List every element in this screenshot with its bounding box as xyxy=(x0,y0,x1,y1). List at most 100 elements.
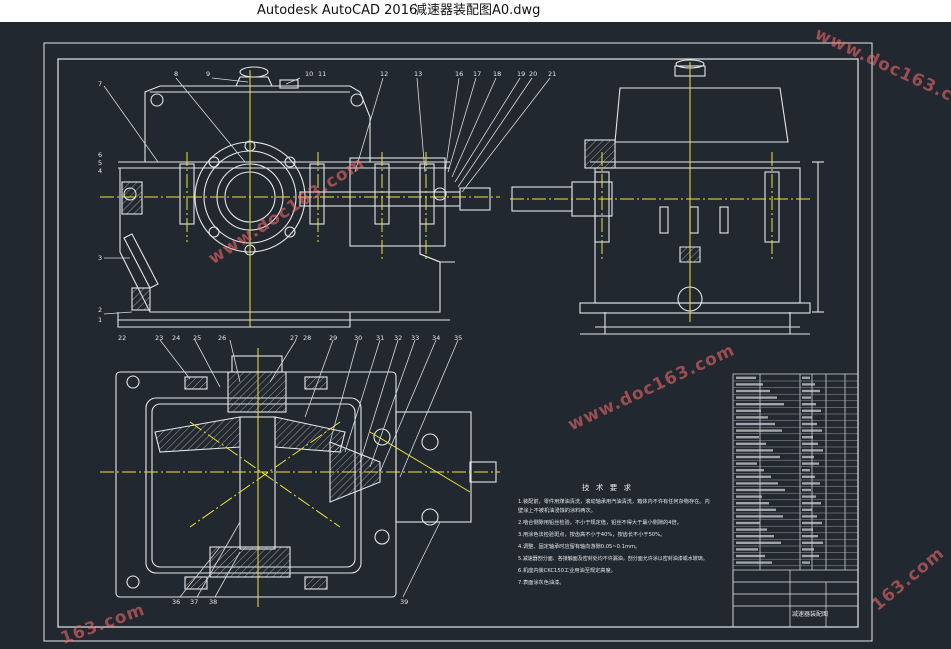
tech-req-line: 6.机座内装CKC150工业用油至规定高度。 xyxy=(518,566,616,574)
drawing-canvas[interactable]: 8 9 10 11 12 13 16 17 18 19 20 21 7 6 5 … xyxy=(0,22,951,649)
parts-row-code xyxy=(736,528,767,531)
parts-row-code xyxy=(736,508,776,511)
parts-row-name xyxy=(802,416,812,419)
parts-row-name xyxy=(802,521,822,525)
tech-req-title: 技 术 要 求 xyxy=(582,482,633,492)
parts-row-name xyxy=(802,482,820,485)
leader-lines xyxy=(103,77,551,598)
balloon-label: 6 xyxy=(98,151,102,159)
parts-row-code xyxy=(736,422,775,426)
sheet-inner-frame xyxy=(57,58,859,628)
parts-row-name xyxy=(802,515,817,518)
parts-row-name xyxy=(802,502,821,505)
parts-row-name xyxy=(802,389,820,393)
tech-req-line: 1.装配前，零件用煤油清洗，滚动轴承用汽油清洗，箱体内不许有任何杂物存在。内 xyxy=(518,497,710,505)
parts-row-name xyxy=(802,488,811,492)
parts-row-code xyxy=(736,383,763,386)
parts-row-name xyxy=(802,541,823,544)
parts-row-code xyxy=(736,488,785,492)
balloon-label: 34 xyxy=(432,334,440,342)
balloon-label: 36 xyxy=(172,598,180,606)
parts-row-code xyxy=(736,429,782,432)
parts-row-name xyxy=(802,462,819,465)
parts-row-name xyxy=(802,449,823,452)
sheet-outer-frame xyxy=(43,42,873,642)
parts-row-code xyxy=(736,561,772,564)
parts-row-name xyxy=(802,396,811,399)
parts-row-name xyxy=(802,429,822,432)
parts-row-name xyxy=(802,548,814,551)
parts-row-code xyxy=(736,469,764,472)
parts-list-fill xyxy=(736,376,823,564)
balloon-label: 32 xyxy=(394,334,402,342)
title-block-name: 减速器装配图 xyxy=(792,610,828,618)
balloon-label: 17 xyxy=(473,70,481,78)
parts-row-code xyxy=(736,389,770,393)
parts-row-code xyxy=(736,521,760,525)
parts-row-name xyxy=(802,508,812,511)
parts-row-name xyxy=(802,535,818,538)
parts-row-name xyxy=(802,403,816,406)
parts-row-code xyxy=(736,376,756,379)
parts-row-code xyxy=(736,482,778,485)
tech-req-line: 3.用涂色法检验斑点，按齿高不小于40%，按齿长不小于50%。 xyxy=(518,530,665,538)
front-view-centerlines xyxy=(100,70,500,327)
balloon-label: 28 xyxy=(303,334,311,342)
balloon-label: 26 xyxy=(218,334,226,342)
balloon-label: 7 xyxy=(98,80,102,88)
tech-req-line: 5.减速器剖分面、各接触面及密封处均不许漏油，剖分面允许涂以密封油漆或水玻璃。 xyxy=(518,555,708,562)
parts-row-code xyxy=(736,455,780,459)
balloon-numbers: 8 9 10 11 12 13 16 17 18 19 20 21 7 6 5 … xyxy=(98,70,556,606)
balloon-label: 27 xyxy=(290,334,298,342)
parts-row-name xyxy=(802,383,815,386)
parts-row-code xyxy=(736,449,773,452)
parts-row-code xyxy=(736,535,774,538)
tech-req-line: 4.调整、固定轴承时应留有轴向游隙0.05~0.1mm。 xyxy=(518,542,640,550)
parts-row-name xyxy=(802,469,810,472)
balloon-label: 1 xyxy=(98,316,102,324)
balloon-label: 38 xyxy=(209,598,217,606)
side-view xyxy=(511,59,824,335)
tech-req-line: 壁涂上不被机油浸蚀的涂料两次。 xyxy=(518,506,596,514)
parts-row-code xyxy=(736,548,758,551)
parts-row-name xyxy=(802,442,818,445)
parts-row-name xyxy=(802,554,819,558)
parts-row-name xyxy=(802,436,813,439)
balloon-label: 29 xyxy=(329,334,337,342)
file-name: 减速器装配图A0.dwg xyxy=(414,3,541,18)
balloon-label: 2 xyxy=(98,306,102,314)
parts-row-name xyxy=(802,422,817,426)
plan-view-centerlines xyxy=(100,348,500,607)
balloon-label: 30 xyxy=(354,334,362,342)
app-name: Autodesk AutoCAD 2016 xyxy=(257,3,418,18)
parts-list-rows xyxy=(733,380,858,566)
parts-row-name xyxy=(802,475,815,478)
cad-drawing: 8 9 10 11 12 13 16 17 18 19 20 21 7 6 5 … xyxy=(43,42,873,642)
balloon-label: 12 xyxy=(380,70,388,78)
parts-row-code xyxy=(736,495,762,498)
balloon-label: 4 xyxy=(98,167,102,175)
balloon-label: 33 xyxy=(411,334,419,342)
balloon-label: 20 xyxy=(529,70,537,78)
balloon-label: 8 xyxy=(174,70,178,78)
balloon-label: 9 xyxy=(206,70,210,78)
parts-row-code xyxy=(736,403,784,406)
side-view-centerlines xyxy=(510,62,810,322)
parts-row-name xyxy=(802,528,813,531)
balloon-label: 39 xyxy=(400,598,408,606)
balloon-label: 21 xyxy=(548,70,556,78)
parts-row-code xyxy=(736,409,761,412)
parts-row-code xyxy=(736,541,781,544)
parts-row-code xyxy=(736,436,759,439)
balloon-label: 37 xyxy=(190,598,198,606)
balloon-label: 25 xyxy=(193,334,201,342)
parts-row-code xyxy=(736,475,771,478)
window-title: Autodesk AutoCAD 2016 减速器装配图A0.dwg xyxy=(0,0,951,22)
balloon-label: 16 xyxy=(455,70,463,78)
parts-list-table xyxy=(732,373,859,628)
parts-row-code xyxy=(736,396,777,399)
technical-requirements: 技 术 要 求 1.装配前，零件用煤油清洗，滚动轴承用汽油清洗，箱体内不许有任何… xyxy=(518,482,710,586)
window-title-bar: Autodesk AutoCAD 2016 减速器装配图A0.dwg xyxy=(0,0,951,22)
tech-req-line: 7.表面涂灰色油漆。 xyxy=(518,578,564,586)
balloon-label: 24 xyxy=(172,334,180,342)
